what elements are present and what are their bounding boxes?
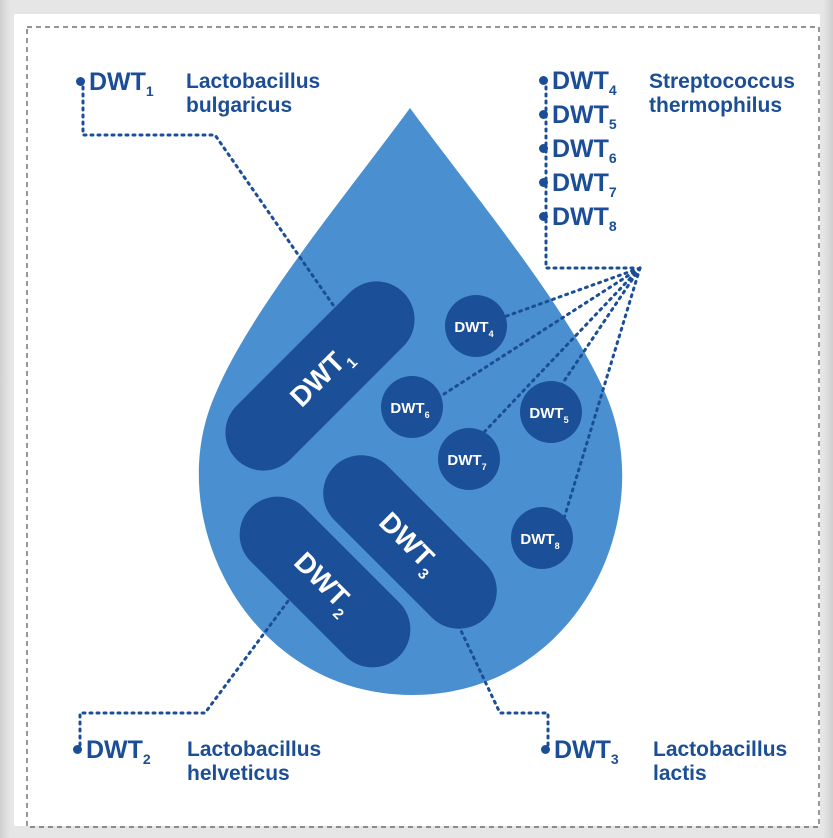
coccus-dwt5: DWT5: [520, 381, 582, 443]
dwt-subscript: 2: [142, 751, 151, 767]
rod-shape: [225, 281, 415, 471]
connector-dwt2: [78, 583, 302, 747]
connector-lines: [78, 78, 642, 747]
connector-dwt4-8: [544, 78, 638, 270]
coccus-label: DWT8: [520, 531, 559, 551]
coccus-shape: [445, 295, 507, 357]
connector-to-dwt7: [468, 266, 642, 449]
species-line-1: Streptococcus: [649, 70, 795, 93]
dwt-text: DWT: [89, 68, 146, 96]
coccus-label: DWT7: [447, 452, 486, 472]
legend-dwt7-code: DWT7: [539, 168, 617, 202]
coccus-dwt4: DWT4: [445, 295, 507, 357]
coccus-shape: [520, 381, 582, 443]
dwt-text: DWT: [554, 736, 611, 764]
bullet-dot: [539, 212, 548, 221]
dwt-subscript: 7: [608, 184, 617, 200]
dwt-subscript: 5: [608, 116, 617, 132]
legend-dwt2-species: Lactobacillus helveticus: [187, 738, 321, 786]
dwt-subscript: 4: [608, 82, 617, 98]
legend-dwt4-code: DWT4: [539, 66, 617, 100]
connector-to-dwt8: [560, 266, 642, 527]
bullet-dot: [539, 76, 548, 85]
rod-dwt3: DWT3: [323, 455, 497, 629]
coccus-label: DWT6: [390, 400, 429, 420]
species-line-2: lactis: [653, 762, 707, 785]
legend-dwt6-code: DWT6: [539, 134, 617, 168]
species-line-1: Lactobacillus: [186, 70, 321, 93]
dwt-text: DWT: [552, 101, 609, 129]
dashed-border: [26, 26, 820, 828]
legend-dwt1-species: Lactobacillus bulgaricus: [186, 70, 320, 118]
species-line-1: Lactobacillus: [187, 738, 322, 761]
legend-dwt3: DWT3: [541, 735, 619, 774]
legend-dwt2-code: DWT2: [73, 735, 151, 774]
dwt-text: DWT: [552, 203, 609, 231]
rod-dwt2: DWT2: [239, 496, 411, 668]
connector-to-dwt4: [488, 266, 642, 324]
legend-dwt1-code: DWT1: [76, 67, 154, 106]
species-line-2: helveticus: [187, 762, 290, 785]
legend-dwt3-code: DWT3: [541, 735, 619, 774]
dwt-text: DWT: [552, 135, 609, 163]
rod-shape: [239, 496, 411, 668]
coccus-dwt7: DWT7: [438, 428, 500, 490]
bullet-dot: [539, 110, 548, 119]
connector-dwt3: [453, 616, 550, 747]
rod-dwt1: DWT1: [225, 281, 415, 471]
legend-dwt8-code: DWT8: [539, 202, 617, 236]
coccus-label: DWT4: [454, 319, 493, 339]
species-line-1: Lactobacillus: [653, 738, 788, 761]
coccus-label: DWT5: [529, 405, 568, 425]
legend-dwt3-species: Lactobacillus lactis: [653, 738, 787, 786]
dwt-subscript: 8: [608, 218, 617, 234]
dwt-subscript: 1: [145, 83, 154, 99]
species-line-2: thermophilus: [649, 94, 783, 117]
dwt-subscript: 6: [608, 150, 617, 166]
connector-to-dwt5: [546, 266, 642, 407]
rod-shape: [323, 455, 497, 629]
connector-to-dwt6: [428, 266, 642, 405]
bullet-dot: [76, 77, 85, 86]
coccus-dwt8: DWT8: [511, 507, 573, 569]
dwt-text: DWT: [86, 736, 143, 764]
coccus-shape: [438, 428, 500, 490]
coccus-shape: [381, 376, 443, 438]
coccus-shape: [511, 507, 573, 569]
species-line-2: bulgaricus: [186, 94, 293, 117]
bullet-dot: [539, 178, 548, 187]
legend-dwt1: DWT1: [76, 67, 154, 106]
dwt-text: DWT: [552, 67, 609, 95]
bullet-dot: [73, 745, 82, 754]
legend-dwt5-code: DWT5: [539, 100, 617, 134]
legend-dwt4-8: DWT4 DWT5 DWT6 DWT7 DWT8: [539, 66, 617, 236]
dwt-subscript: 3: [610, 751, 619, 767]
dwt-text: DWT: [552, 169, 609, 197]
bullet-dot: [541, 745, 550, 754]
connector-dwt1: [81, 78, 342, 317]
bullet-dot: [539, 144, 548, 153]
coccus-dwt6: DWT6: [381, 376, 443, 438]
legend-dwt4-8-species: Streptococcus thermophilus: [649, 70, 795, 118]
legend-dwt2: DWT2: [73, 735, 151, 774]
